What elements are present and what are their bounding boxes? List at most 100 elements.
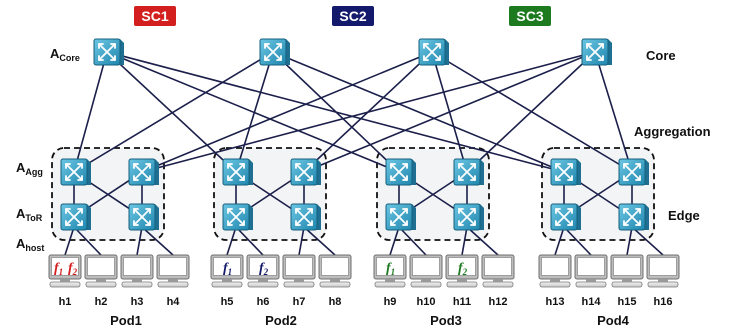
- link: [141, 51, 433, 173]
- host-label: h4: [167, 296, 181, 308]
- host-h6: f2: [246, 254, 280, 288]
- svg-text:ACore: ACore: [50, 46, 80, 63]
- core-switch-3: [418, 38, 449, 66]
- switches: [60, 38, 649, 231]
- pod-labels: Pod1 Pod2 Pod3 Pod4: [110, 313, 630, 328]
- link: [563, 226, 592, 256]
- host-h9: f1: [373, 254, 407, 288]
- pod-label: Pod1: [110, 313, 142, 328]
- a-agg-label: AAgg: [16, 160, 43, 177]
- pod-label: Pod3: [430, 313, 462, 328]
- tor-switch-2: [128, 203, 159, 231]
- a-host-label: Ahost: [16, 236, 44, 253]
- host-h16: [646, 254, 680, 288]
- host-h3: [120, 254, 154, 288]
- flow-label: f1: [386, 261, 395, 277]
- link: [73, 51, 274, 173]
- link: [73, 226, 102, 256]
- host-label: h1: [59, 296, 72, 308]
- tor-switch-5: [385, 203, 416, 231]
- badge-label: SC3: [516, 8, 543, 24]
- link: [431, 51, 633, 173]
- tor-switch-4: [290, 203, 321, 231]
- link: [235, 226, 264, 256]
- core-layer-label: Core: [646, 48, 676, 63]
- flow-label: f2: [458, 261, 468, 277]
- pod-label: Pod4: [597, 313, 630, 328]
- link: [64, 226, 75, 256]
- host-label: h16: [654, 296, 673, 308]
- link: [226, 226, 237, 256]
- host-h15: [610, 254, 644, 288]
- edge-layer-label: Edge: [668, 208, 700, 223]
- core-switch-2: [259, 38, 290, 66]
- agg-switch-2: [128, 158, 159, 186]
- link: [466, 226, 499, 256]
- host-h14: [574, 254, 608, 288]
- agg-switch-1: [60, 158, 91, 186]
- host-h11: f2: [445, 254, 479, 288]
- svg-text:Ahost: Ahost: [16, 236, 44, 253]
- link: [626, 226, 633, 256]
- pod-label: Pod2: [265, 313, 297, 328]
- host-h5: f1: [210, 254, 244, 288]
- flow-label: f1: [54, 261, 63, 277]
- link: [141, 226, 174, 256]
- svg-text:AToR: AToR: [16, 206, 43, 223]
- link: [398, 226, 427, 256]
- badge-label: SC1: [141, 8, 168, 24]
- host-h10: [409, 254, 443, 288]
- flow-label: f2: [259, 261, 269, 277]
- link: [594, 51, 633, 173]
- tor-switch-8: [618, 203, 649, 231]
- a-core-label: ACore: [50, 46, 80, 63]
- host-label: h8: [329, 296, 342, 308]
- link: [461, 226, 468, 256]
- tor-switch-3: [222, 203, 253, 231]
- link: [303, 51, 433, 173]
- flow-label: f1: [223, 261, 232, 277]
- link: [73, 51, 108, 173]
- agg-switch-8: [618, 158, 649, 186]
- badge-sc1: SC1: [134, 6, 176, 26]
- link: [431, 51, 468, 173]
- core-switch-1: [93, 38, 124, 66]
- host-label: h14: [582, 296, 602, 308]
- tor-switch-7: [550, 203, 581, 231]
- host-label: h10: [417, 296, 436, 308]
- host-label: h7: [293, 296, 306, 308]
- badge-sc2: SC2: [332, 6, 374, 26]
- link: [303, 226, 336, 256]
- service-chain-badges: SC1 SC2 SC3: [134, 6, 551, 26]
- host-label: h6: [257, 296, 270, 308]
- host-label: h11: [453, 296, 471, 308]
- host-h7: [282, 254, 316, 288]
- agg-switch-5: [385, 158, 416, 186]
- host-label: h5: [221, 296, 234, 308]
- host-label: h12: [489, 296, 508, 308]
- host-h2: [84, 254, 118, 288]
- tor-switch-1: [60, 203, 91, 231]
- badge-sc3: SC3: [509, 6, 551, 26]
- host-h8: [318, 254, 352, 288]
- host-label: h2: [95, 296, 108, 308]
- host-label: h13: [546, 296, 565, 308]
- agg-switch-7: [550, 158, 581, 186]
- flow-label: f2: [68, 261, 78, 277]
- agg-switch-6: [453, 158, 484, 186]
- link: [272, 51, 565, 173]
- host-h13: [538, 254, 572, 288]
- link: [554, 226, 565, 256]
- host-h1: f1 f2: [48, 254, 82, 288]
- tor-switch-6: [453, 203, 484, 231]
- link: [106, 51, 400, 173]
- svg-text:AAgg: AAgg: [16, 160, 43, 177]
- host-h4: [156, 254, 190, 288]
- link: [106, 51, 237, 173]
- host-label: h15: [618, 296, 637, 308]
- link: [389, 226, 400, 256]
- aggregation-layer-label: Aggregation: [634, 124, 711, 139]
